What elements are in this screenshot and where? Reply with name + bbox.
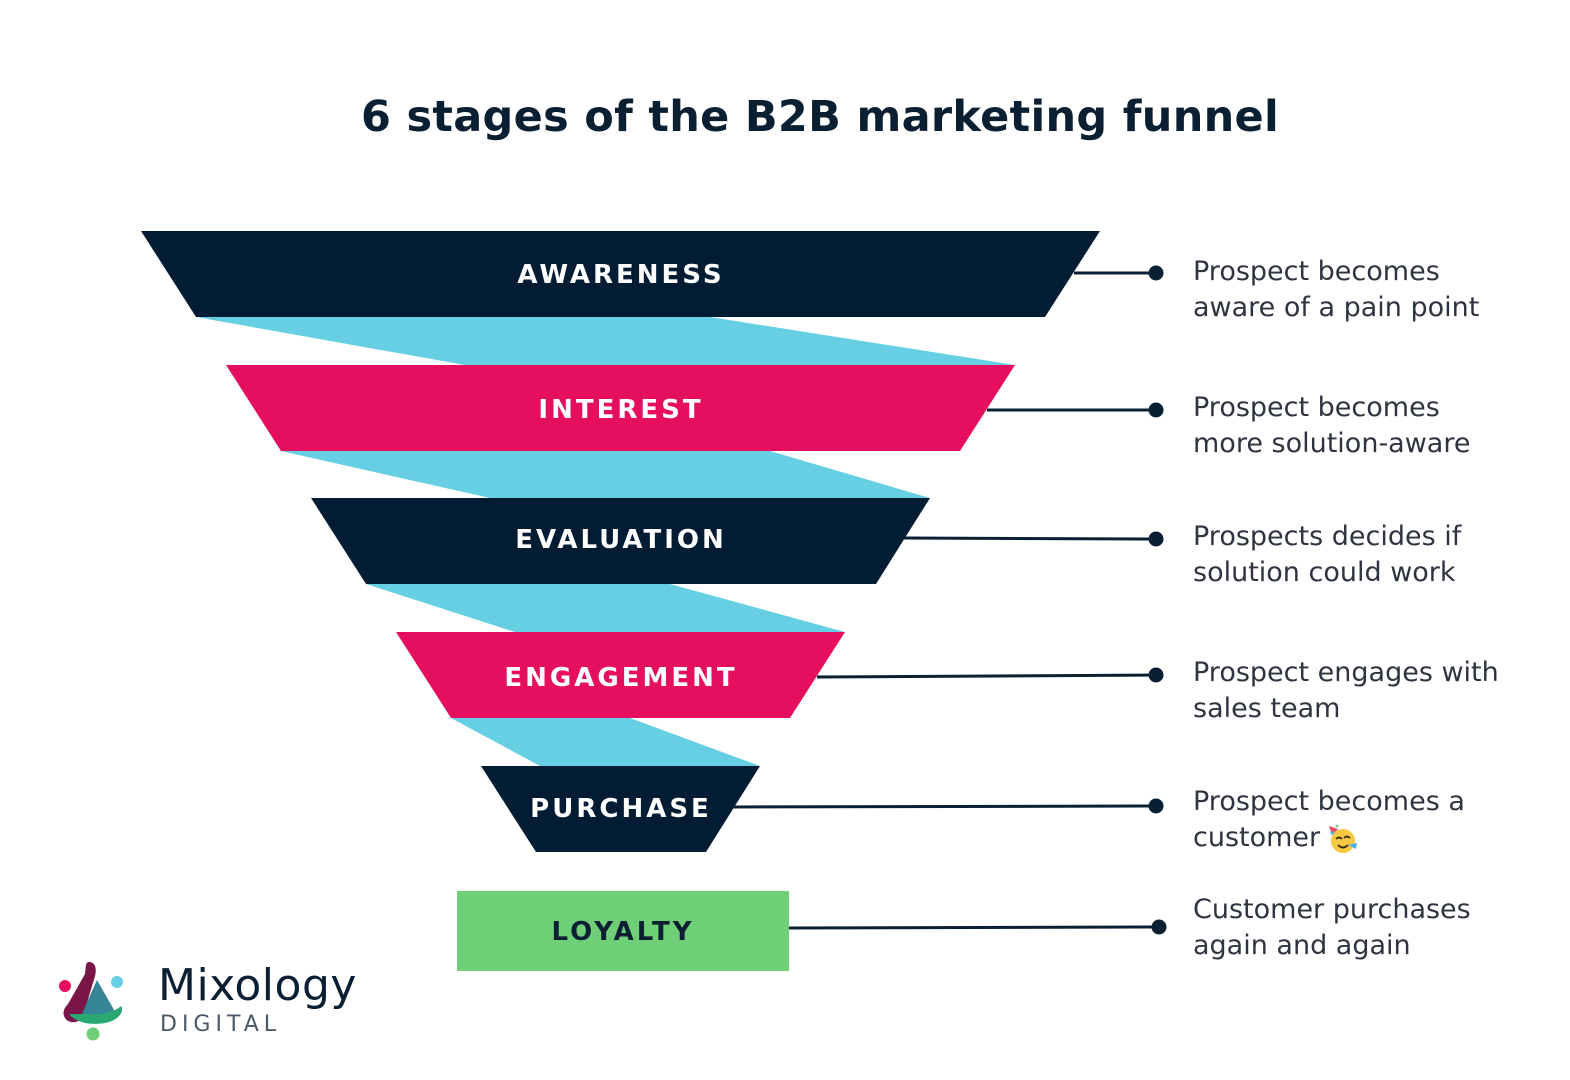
stage-engagement-band <box>396 632 845 718</box>
stage-awareness-description: Prospect becomes aware of a pain point <box>1193 254 1479 326</box>
stage-loyalty-desc-line1: Customer purchases <box>1193 894 1471 925</box>
leader-dot-evaluation <box>1148 531 1164 547</box>
page-title: 6 stages of the B2B marketing funnel <box>360 92 1280 142</box>
leader-line-purchase <box>732 804 1157 809</box>
stage-purchase-label: PURCHASE <box>530 794 712 824</box>
stage-purchase-desc-line2-wrap: customer <box>1193 820 1465 856</box>
stage-interest-description: Prospect becomes more solution-aware <box>1193 390 1470 462</box>
stage-interest-desc-line1: Prospect becomes <box>1193 392 1440 423</box>
stage-evaluation-label: EVALUATION <box>515 525 727 555</box>
logo-subtitle: DIGITAL <box>160 1012 282 1037</box>
leader-dot-purchase <box>1148 798 1164 814</box>
mixology-logo-mark-icon <box>59 962 123 1041</box>
logo-name: Mixology <box>158 960 357 1011</box>
stage-evaluation-desc-line1: Prospects decides if <box>1193 521 1462 552</box>
stage-awareness-desc-line1: Prospect becomes <box>1193 256 1440 287</box>
stage-loyalty-label: LOYALTY <box>551 917 694 947</box>
stage-engagement-desc-line2: sales team <box>1193 693 1341 724</box>
connector-engagement-purchase <box>451 718 760 766</box>
stage-purchase-desc-line1: Prospect becomes a <box>1193 786 1465 817</box>
stage-loyalty-band <box>457 891 789 971</box>
stage-evaluation-band <box>311 498 930 584</box>
partying-face-icon <box>1329 824 1358 853</box>
mixology-logo: Mixology DIGITAL <box>55 958 385 1048</box>
stage-loyalty-desc-line2: again and again <box>1193 930 1411 961</box>
stage-purchase-desc-line2: customer <box>1193 822 1321 853</box>
stage-evaluation-desc-line2: solution could work <box>1193 557 1456 588</box>
stage-engagement-label: ENGAGEMENT <box>504 663 737 693</box>
stage-interest-desc-line2: more solution-aware <box>1193 428 1471 459</box>
stage-engagement-description: Prospect engages with sales team <box>1193 655 1499 727</box>
leader-dot-awareness <box>1148 265 1164 281</box>
stage-loyalty-description: Customer purchases again and again <box>1193 892 1471 964</box>
stage-purchase-band <box>481 766 760 852</box>
leader-line-loyalty <box>788 925 1160 930</box>
connector-evaluation-engagement <box>366 584 845 632</box>
stage-interest-band <box>226 365 1015 451</box>
stage-interest-label: INTEREST <box>538 395 703 425</box>
stage-evaluation-description: Prospects decides if solution could work <box>1193 519 1461 591</box>
stage-awareness-desc-line2: aware of a pain point <box>1193 292 1480 323</box>
leader-dot-loyalty <box>1151 919 1167 935</box>
leader-line-evaluation <box>903 536 1157 541</box>
stage-engagement-desc-line1: Prospect engages with <box>1193 657 1499 688</box>
stage-purchase-description: Prospect becomes a customer <box>1193 784 1465 856</box>
leader-line-engagement <box>816 673 1157 679</box>
connector-interest-evaluation <box>281 451 930 498</box>
leader-dot-interest <box>1148 402 1164 418</box>
leader-dot-engagement <box>1148 667 1164 683</box>
stage-awareness-label: AWARENESS <box>517 260 724 290</box>
stage-awareness-band <box>141 231 1100 317</box>
connector-awareness-interest <box>196 317 1015 365</box>
